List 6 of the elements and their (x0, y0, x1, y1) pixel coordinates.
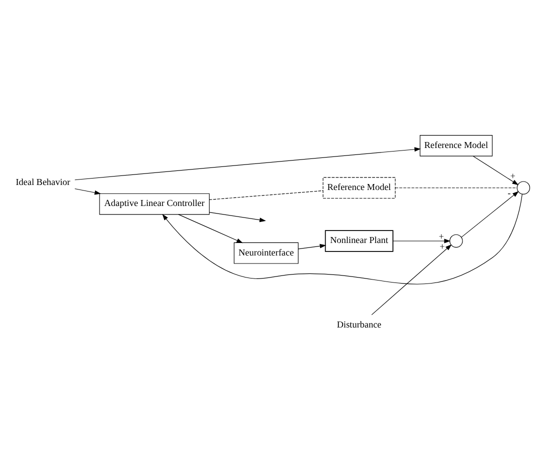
edge-label: + (510, 170, 516, 181)
edge-label: + (440, 241, 445, 252)
edge-label: - (508, 188, 511, 198)
edge-label: + (438, 230, 444, 241)
node-text: Ideal Behavior (16, 176, 70, 186)
node-text: Disturbance (336, 318, 382, 329)
